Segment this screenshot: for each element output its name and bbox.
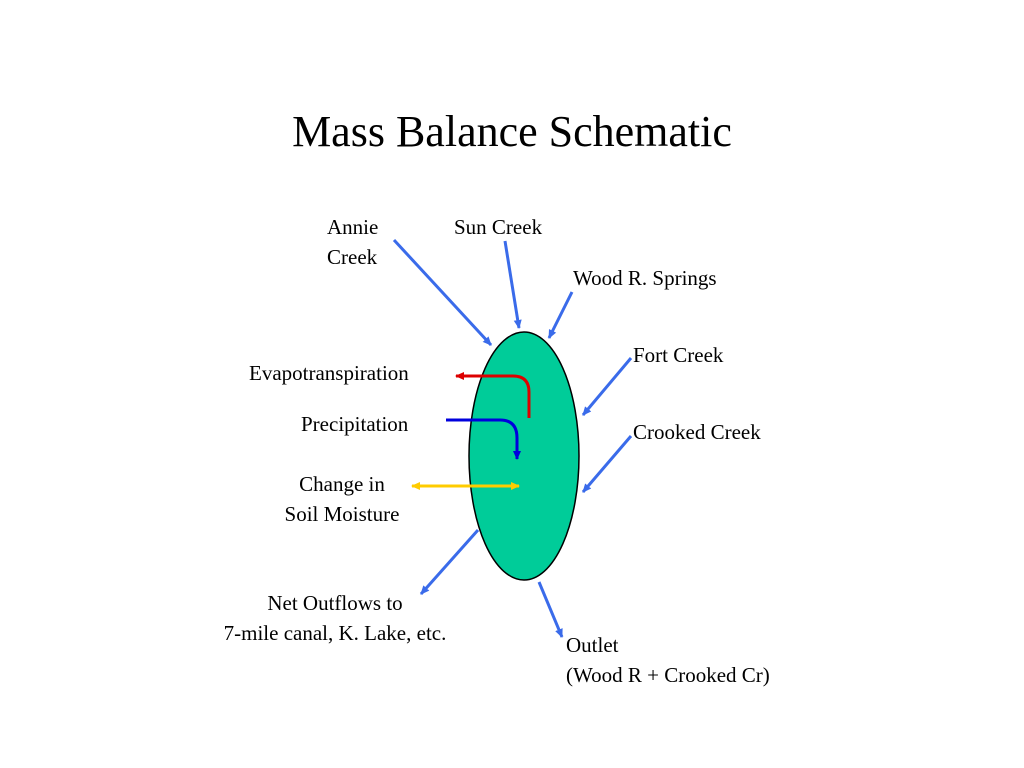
annie-creek-arrow xyxy=(392,238,493,347)
annie-creek-label-line-2: Creek xyxy=(327,245,378,269)
wood-r-springs-label: Wood R. Springs xyxy=(573,266,717,290)
evapotranspiration-arrow xyxy=(455,372,531,418)
reservoir-ellipse xyxy=(468,331,580,581)
outlet-label: Outlet (Wood R + Crooked Cr) xyxy=(566,630,770,690)
sun-creek-label: Sun Creek xyxy=(454,215,543,239)
outlet-arrow xyxy=(537,581,564,638)
sun-creek-arrow xyxy=(503,240,522,329)
outlet-label-line-1: Outlet xyxy=(566,633,619,657)
annie-creek-label-line-1: Annie xyxy=(327,215,379,239)
net-outflows-label-line-1: Net Outflows to xyxy=(267,591,403,615)
net-outflows-label-line-2: 7-mile canal, K. Lake, etc. xyxy=(223,621,447,645)
soil-moisture-label-line-1: Change in xyxy=(299,472,385,496)
soil-moisture-label-line-2: Soil Moisture xyxy=(284,502,400,526)
net-outflows-arrow xyxy=(419,529,480,595)
fort-creek-arrow xyxy=(581,357,633,416)
annie-creek-label: Annie Creek xyxy=(327,212,378,272)
crooked-creek-arrow xyxy=(581,435,633,493)
net-outflows-label: Net Outflows to 7-mile canal, K. Lake, e… xyxy=(190,588,480,648)
fort-creek-label: Fort Creek xyxy=(633,343,724,367)
wood-r-springs-arrow xyxy=(547,291,574,339)
crooked-creek-label: Crooked Creek xyxy=(633,420,761,444)
outlet-label-line-2: (Wood R + Crooked Cr) xyxy=(566,663,770,687)
precipitation-label: Precipitation xyxy=(301,412,409,436)
soil-moisture-label: Change in Soil Moisture xyxy=(262,469,422,529)
evapotranspiration-label: Evapotranspiration xyxy=(249,361,409,385)
precipitation-arrow xyxy=(446,418,521,460)
page-title: Mass Balance Schematic xyxy=(292,107,732,156)
